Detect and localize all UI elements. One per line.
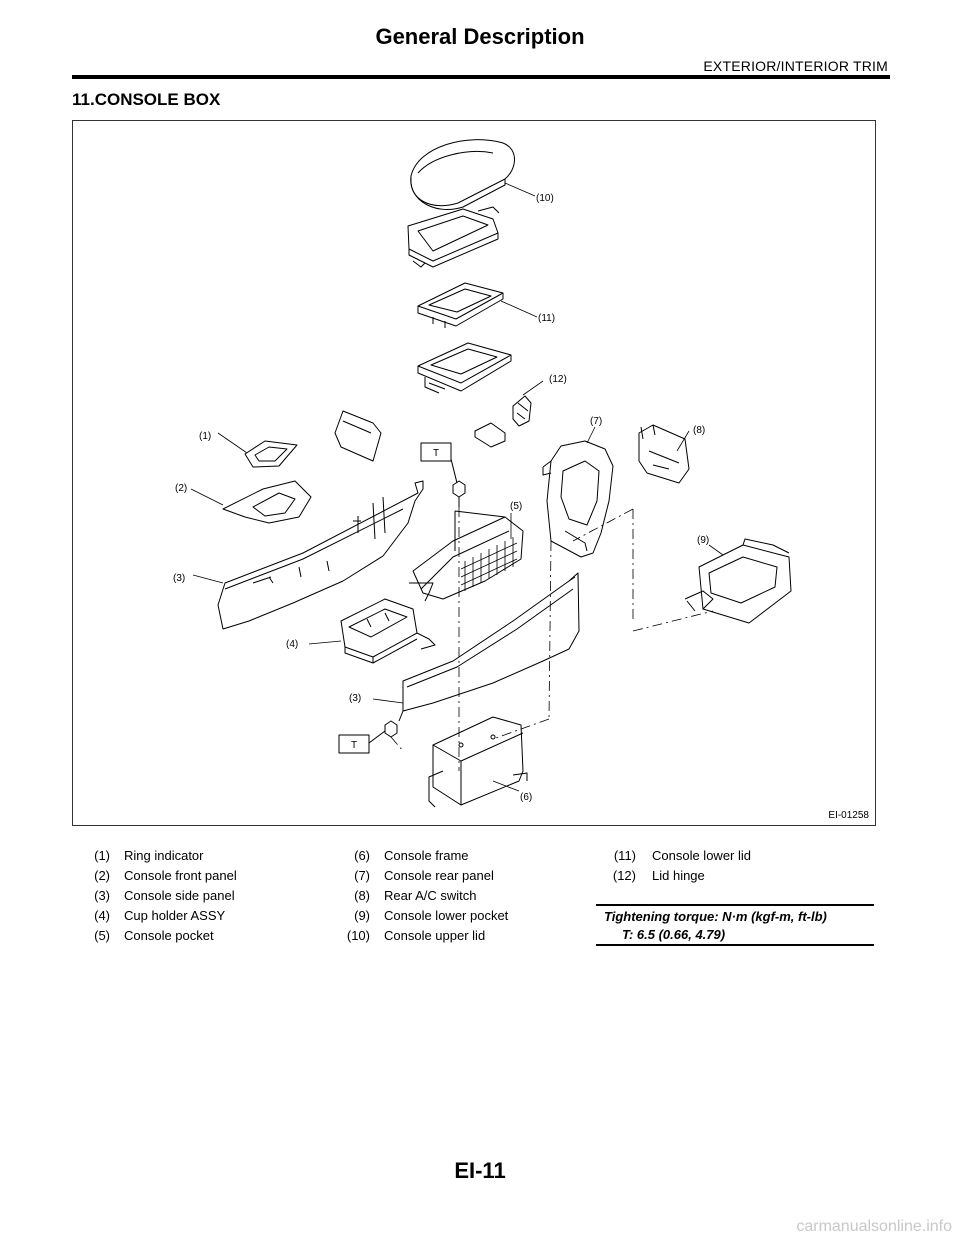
section-name: EXTERIOR/INTERIOR TRIM bbox=[703, 58, 888, 74]
callout-4: (4) bbox=[286, 639, 298, 650]
callout-6: (6) bbox=[520, 792, 532, 803]
callout-1: (1) bbox=[199, 431, 211, 442]
torque-spec-title: Tightening torque: N·m (kgf-m, ft-lb) bbox=[604, 909, 827, 924]
legend-item: (10) Console upper lid bbox=[330, 926, 485, 946]
torque-spec-box: Tightening torque: N·m (kgf-m, ft-lb) T:… bbox=[596, 904, 874, 946]
legend-text: Ring indicator bbox=[124, 848, 204, 863]
bolt-lower bbox=[384, 720, 398, 738]
legend-number: (9) bbox=[354, 908, 370, 923]
legend-item: (5) Console pocket bbox=[72, 926, 214, 946]
legend-text: Console lower pocket bbox=[384, 908, 509, 923]
legend-text: Lid hinge bbox=[652, 868, 705, 883]
console-lower-pocket bbox=[684, 538, 792, 624]
console-side-panel-right bbox=[398, 572, 580, 722]
legend-text: Console front panel bbox=[124, 868, 237, 883]
legend-item: (11) Console lower lid bbox=[596, 846, 751, 866]
console-side-panel-left bbox=[217, 480, 424, 630]
callout-11: (11) bbox=[538, 313, 555, 324]
legend-text: Console lower lid bbox=[652, 848, 751, 863]
torque-spec-value: T: 6.5 (0.66, 4.79) bbox=[622, 927, 726, 942]
callout-3-left: (3) bbox=[173, 573, 185, 584]
ring-indicator bbox=[244, 440, 298, 468]
legend-number: (4) bbox=[94, 908, 110, 923]
legend-item: (4) Cup holder ASSY bbox=[72, 906, 225, 926]
upper-lid-frame bbox=[407, 206, 500, 268]
exploded-diagram: T T (1) (2) (3) (3) (4) (5) (6) (7) (8) … bbox=[72, 120, 876, 826]
callout-7: (7) bbox=[590, 416, 602, 427]
figure-code: EI-01258 bbox=[828, 810, 869, 821]
legend-item: (9) Console lower pocket bbox=[330, 906, 508, 926]
callout-12: (12) bbox=[549, 374, 567, 385]
torque-mark-lower: T bbox=[338, 730, 386, 754]
legend-number: (7) bbox=[354, 868, 370, 883]
legend-item: (7) Console rear panel bbox=[330, 866, 494, 886]
legend-number: (11) bbox=[613, 848, 636, 863]
cup-holder-assy bbox=[340, 598, 436, 664]
leader-lines bbox=[190, 182, 724, 792]
legend-number: (8) bbox=[354, 888, 370, 903]
legend-number: (6) bbox=[354, 848, 370, 863]
console-upper-lid bbox=[410, 139, 515, 211]
legend-column-2: (6) Console frame (7) Console rear panel (… bbox=[330, 846, 508, 946]
callout-10: (10) bbox=[536, 193, 554, 204]
legend-item: (12) Lid hinge bbox=[596, 866, 705, 886]
console-box-illustration: T T (1) (2) (3) (3) (4) (5) (6) (7) (8) … bbox=[173, 139, 792, 808]
legend-text: Cup holder ASSY bbox=[124, 908, 226, 923]
legend-text: Console frame bbox=[384, 848, 469, 863]
console-pocket bbox=[409, 510, 524, 602]
console-lower-lid bbox=[417, 282, 504, 328]
legend-text: Console upper lid bbox=[384, 928, 486, 943]
rear-ac-switch bbox=[638, 424, 690, 484]
callout-9: (9) bbox=[697, 535, 709, 546]
callout-5: (5) bbox=[510, 501, 522, 512]
legend-number: (2) bbox=[94, 868, 110, 883]
torque-mark-label: T bbox=[351, 740, 357, 751]
legend-column-1: (1) Ring indicator (2) Console front panel… bbox=[72, 846, 237, 946]
legend-item: (6) Console frame bbox=[330, 846, 468, 866]
legend-item: (2) Console front panel bbox=[72, 866, 237, 886]
legend-number: (5) bbox=[94, 928, 110, 943]
console-rear-panel bbox=[542, 440, 614, 558]
legend-number: (10) bbox=[346, 928, 370, 943]
torque-mark-label: T bbox=[433, 448, 439, 459]
legend-item: (1) Ring indicator bbox=[72, 846, 203, 866]
legend-text: Console side panel bbox=[124, 888, 235, 903]
page-title: General Description bbox=[375, 24, 585, 49]
bolt-upper bbox=[452, 480, 466, 507]
legend-text: Console rear panel bbox=[384, 868, 494, 883]
legend-text: Rear A/C switch bbox=[384, 888, 477, 903]
torque-mark-upper: T bbox=[420, 442, 458, 484]
rear-bracket bbox=[334, 410, 382, 462]
legend-text: Console pocket bbox=[124, 928, 214, 943]
section-heading: 11.CONSOLE BOX bbox=[72, 90, 221, 109]
callout-2: (2) bbox=[175, 483, 187, 494]
legend-column-3: (11) Console lower lid (12) Lid hinge bbox=[596, 846, 751, 886]
legend-number: (1) bbox=[94, 848, 110, 863]
console-front-panel bbox=[222, 480, 312, 524]
header-rule bbox=[72, 75, 890, 79]
callout-3-right: (3) bbox=[349, 693, 361, 704]
legend-item: (3) Console side panel bbox=[72, 886, 234, 906]
page-number: EI-11 bbox=[454, 1158, 506, 1183]
lid-hinge bbox=[474, 395, 532, 448]
legend-number: (3) bbox=[94, 888, 110, 903]
callout-8: (8) bbox=[693, 425, 705, 436]
alignment-lines bbox=[390, 507, 714, 771]
hinge-frame bbox=[417, 342, 512, 394]
console-frame bbox=[428, 716, 528, 808]
legend-number: (12) bbox=[612, 868, 636, 883]
legend-item: (8) Rear A/C switch bbox=[330, 886, 476, 906]
watermark: carmanualsonline.info bbox=[796, 1218, 952, 1235]
